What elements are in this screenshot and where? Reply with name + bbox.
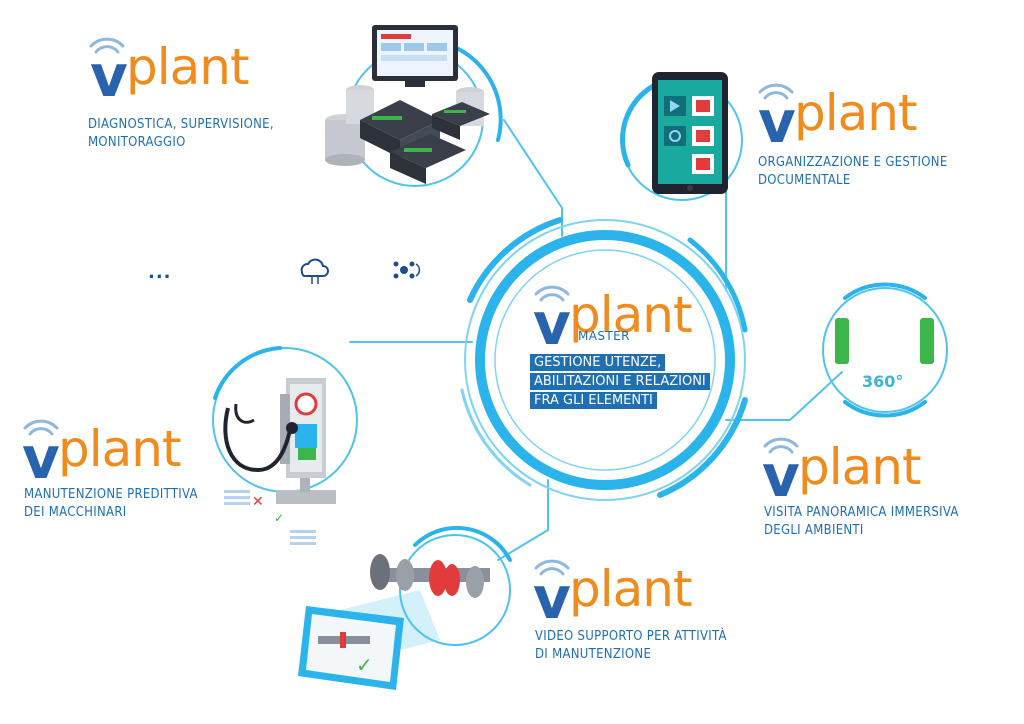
vr-360-icon (835, 318, 934, 364)
hub-arc-2 (687, 237, 748, 333)
connector-diagnostica (503, 119, 563, 237)
caption-diagnostica-line-1: DIAGNOSTICA, SUPERVISIONE, (88, 117, 274, 132)
caption-video: VIDEO SUPPORTO PER ATTIVITÀ DI MANUTENZI… (535, 628, 727, 664)
connector-video (497, 479, 549, 561)
caption-documentale-line-1: ORGANIZZAZIONE E GESTIONE (758, 155, 948, 170)
caption-panoramica-line-2: DEGLI AMBIENTI (764, 523, 864, 538)
wifi-icon-manutenzione (23, 419, 59, 436)
monitor-icon (372, 25, 458, 87)
logo-video: v plant (533, 560, 693, 632)
caption-panoramica: VISITA PANORAMICA IMMERSIVA DEGLI AMBIEN… (764, 504, 959, 540)
network-nodes-icon (393, 261, 421, 279)
caption-diagnostica: DIAGNOSTICA, SUPERVISIONE, MONITORAGGIO (88, 116, 274, 152)
center-line-2: ABILITAZIONI E RELAZIONI (530, 373, 710, 390)
hub-ring-inner (494, 249, 716, 471)
cloud-network-icon (300, 258, 329, 284)
caption-manutenzione-line-1: MANUTENZIONE PREDITTIVA (24, 487, 198, 502)
center-line-1: GESTIONE UTENZE, (530, 354, 666, 371)
logo-panoramica: v plant (762, 438, 922, 510)
node-ring-panoramica (822, 287, 948, 413)
logo-documentale: v plant (758, 84, 918, 156)
master-label: MASTER (578, 329, 630, 343)
svg-text:✓: ✓ (356, 653, 373, 677)
logo-master: v plant (533, 286, 693, 358)
cross-icon: ✕ (252, 494, 264, 510)
logo-diagnostica: v plant (90, 38, 250, 110)
hub-arc-3 (657, 397, 748, 498)
tablet-video-icon: ✓ (298, 606, 404, 690)
hub-ring-main (475, 230, 735, 490)
connector-panoramica (725, 371, 843, 421)
wifi-icon-master (534, 285, 570, 302)
more-dots-icon: ... (148, 262, 172, 283)
caption-diagnostica-line-2: MONITORAGGIO (88, 135, 186, 150)
caption-manutenzione: MANUTENZIONE PREDITTIVA DEI MACCHINARI (24, 486, 198, 522)
center-line-3: FRA GLI ELEMENTI (530, 392, 657, 409)
hub-arc-1 (467, 217, 563, 303)
hub-arc-4 (460, 388, 532, 487)
caption-panoramica-line-1: VISITA PANORAMICA IMMERSIVA (764, 505, 959, 520)
badge-360: 360° (862, 372, 904, 391)
wifi-icon-panoramica (763, 437, 799, 454)
wifi-icon-documentale (758, 83, 794, 100)
check-icon: ✓ (274, 511, 284, 525)
industrial-plant-icon (325, 85, 490, 184)
logo-manutenzione: v plant (22, 420, 182, 492)
tablet-documents-icon (652, 72, 728, 194)
caption-video-line-1: VIDEO SUPPORTO PER ATTIVITÀ (535, 629, 727, 644)
hub-ring-outer (464, 219, 746, 501)
caption-documentale-line-2: DOCUMENTALE (758, 173, 851, 188)
caption-documentale: ORGANIZZAZIONE E GESTIONE DOCUMENTALE (758, 154, 948, 190)
machine-stethoscope-icon: ✕ ✓ (223, 378, 336, 545)
center-description: GESTIONE UTENZE, ABILITAZIONI E RELAZION… (530, 354, 710, 411)
caption-manutenzione-line-2: DEI MACCHINARI (24, 505, 127, 520)
wifi-icon-diagnostica (89, 37, 125, 54)
caption-video-line-2: DI MANUTENZIONE (535, 647, 652, 662)
node-ring-video (399, 534, 511, 646)
wifi-icon-video (534, 559, 570, 576)
